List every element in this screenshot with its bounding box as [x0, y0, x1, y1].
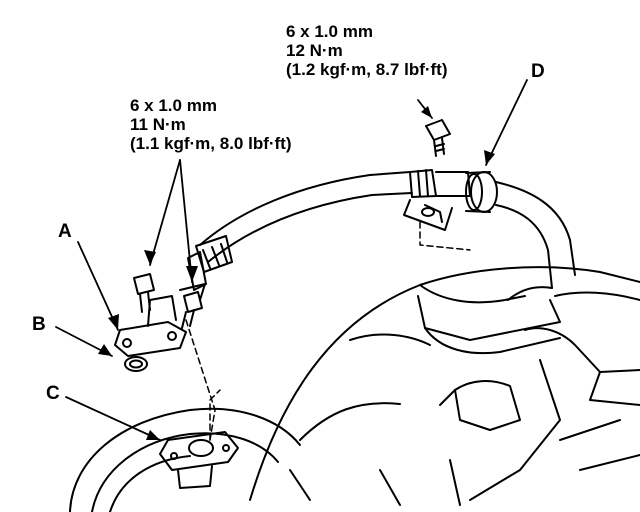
pulley	[69, 407, 301, 512]
upper-bolt-torque: 12 N·m	[286, 41, 343, 60]
component-housing	[249, 266, 640, 506]
upper-bolt-torque-spec: 6 x 1.0 mm 12 N·m (1.2 kgf·m, 8.7 lbf·ft…	[286, 22, 448, 79]
callout-a: A	[58, 221, 72, 242]
upper-bolt	[425, 119, 451, 157]
flange-a	[114, 295, 187, 372]
flange-bolt-torque-spec: 6 x 1.0 mm 11 N·m (1.1 kgf·m, 8.0 lbf·ft…	[130, 96, 292, 153]
alignment-lines	[185, 319, 216, 441]
arrow-heads	[98, 106, 495, 440]
flange-bolt-torque: 11 N·m	[130, 115, 186, 134]
grommet-d	[465, 171, 498, 213]
flange-bolt-size: 6 x 1.0 mm	[130, 96, 217, 115]
hose-bracket	[403, 199, 471, 251]
callout-b: B	[32, 314, 46, 335]
callout-d: D	[531, 61, 545, 82]
flange-bolt-torque-alt: (1.1 kgf·m, 8.0 lbf·ft)	[130, 134, 292, 153]
callout-c: C	[46, 383, 60, 404]
hose-lower-run	[495, 181, 576, 301]
upper-bolt-size: 6 x 1.0 mm	[286, 22, 373, 41]
flange-bolts	[133, 273, 203, 329]
hose	[179, 169, 471, 301]
upper-bolt-torque-alt: (1.2 kgf·m, 8.7 lbf·ft)	[286, 60, 448, 79]
pump-port-c	[159, 389, 239, 489]
